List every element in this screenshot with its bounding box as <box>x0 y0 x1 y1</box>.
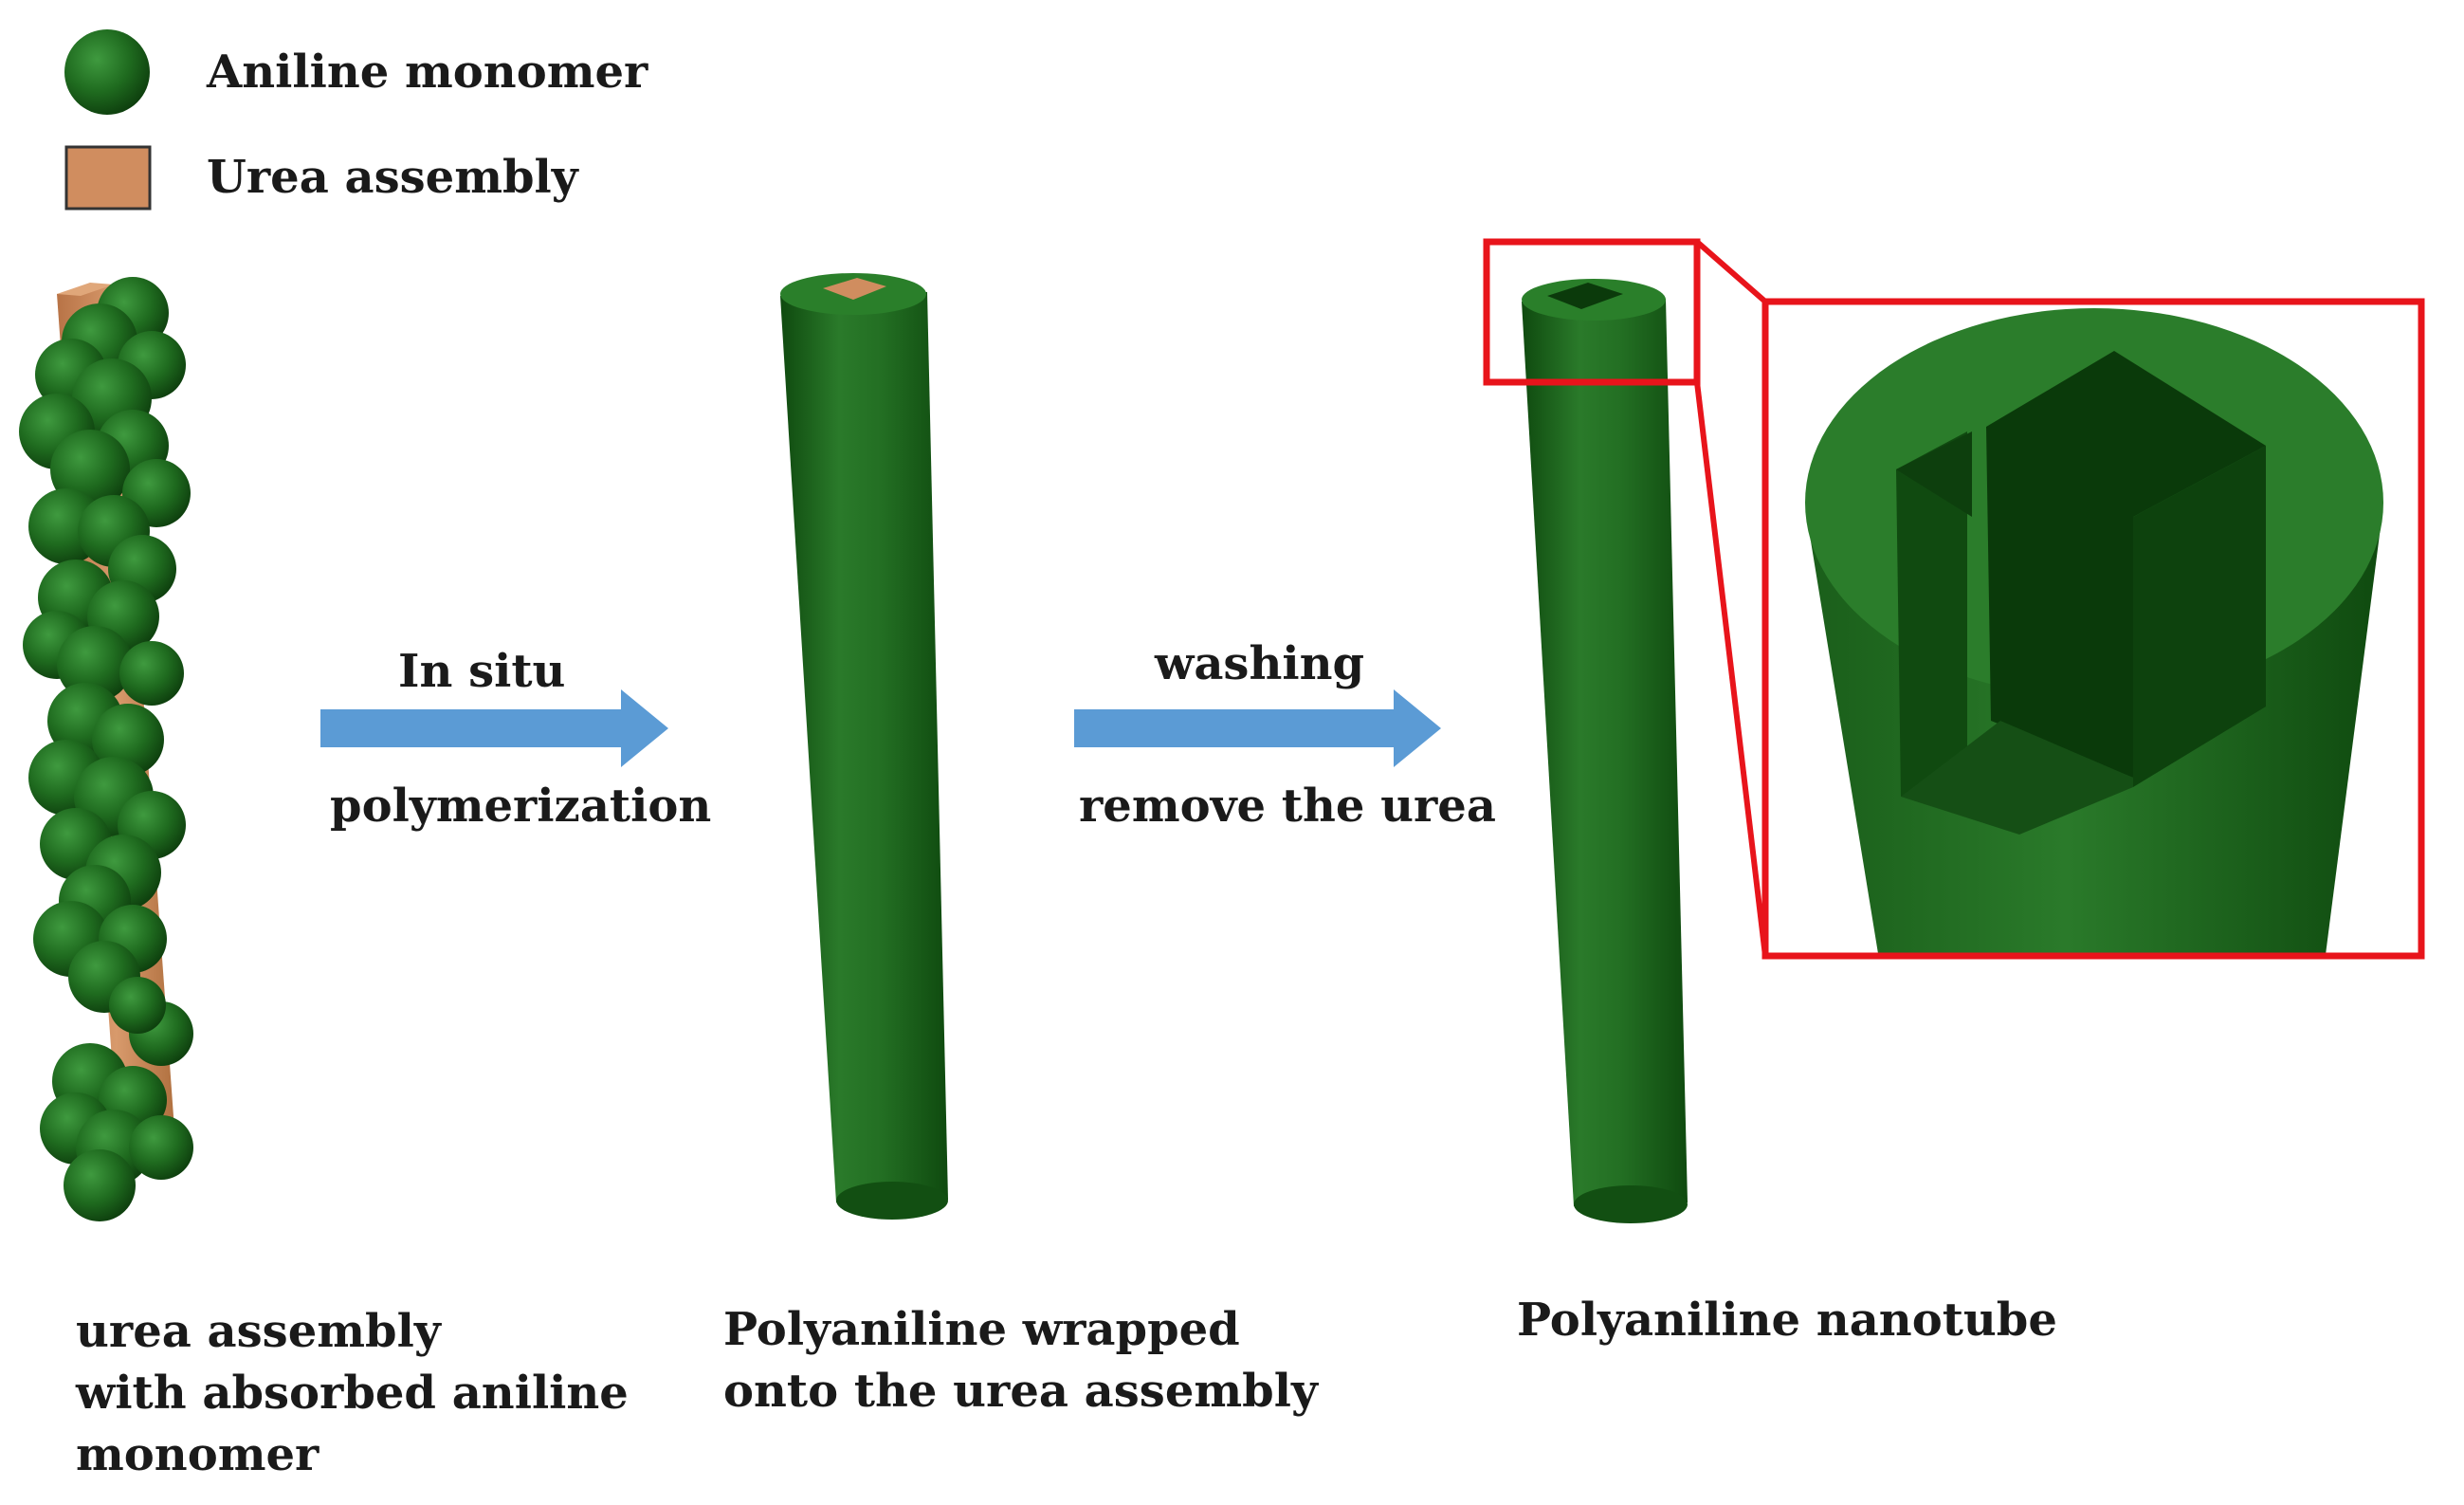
zoom-inner-floor <box>1901 721 2133 835</box>
nanotube-body <box>1522 299 1688 1206</box>
step2-top-label: washing <box>1154 637 1364 690</box>
legend: Aniline monomer Urea assembly <box>64 29 648 211</box>
wrapped-rod-body <box>780 292 948 1202</box>
zoom-rim-notch <box>1896 431 1972 517</box>
captions: urea assembly with absorbed aniline mono… <box>75 1294 2057 1481</box>
zoom-inner-back-wall-left <box>1896 431 1967 797</box>
step1-bottom-label: polymerization <box>330 780 711 833</box>
aniline-monomer-sphere <box>109 977 166 1034</box>
aniline-monomer-sphere <box>57 626 133 702</box>
caption-middle-line2: onto the urea assembly <box>723 1365 1320 1418</box>
polyaniline-nanotube <box>1483 238 1768 1223</box>
aniline-monomer-swatch <box>64 29 150 115</box>
polyaniline-wrapped-rod <box>780 273 948 1220</box>
arrow-2 <box>1074 689 1441 767</box>
caption-left-line2: with absorbed aniline <box>75 1367 629 1420</box>
step-washing: washing remove the urea <box>1074 637 1496 833</box>
zoom-inset-frame <box>1761 298 2425 960</box>
highlight-box <box>1483 238 1701 386</box>
zoom-inner-back-wall-right <box>1986 351 2266 778</box>
caption-middle-line1: Polyaniline wrapped <box>723 1303 1240 1356</box>
monomer-cluster <box>19 277 193 1221</box>
zoom-inner-side-shade <box>2133 446 2266 787</box>
caption-left-line3: monomer <box>76 1428 319 1481</box>
aniline-monomer-sphere <box>64 1149 136 1221</box>
step2-bottom-label: remove the urea <box>1079 780 1496 833</box>
arrow-1 <box>320 689 668 767</box>
urea-core-visible <box>823 278 886 300</box>
zoom-connector-top <box>1695 239 1767 304</box>
nanotube-hollow-core <box>1547 283 1623 309</box>
urea-assembly-swatch <box>64 145 152 211</box>
urea-assembly-with-monomer <box>19 277 193 1221</box>
step-in-situ-polymerization: In situ polymerization <box>320 645 711 833</box>
legend-urea-label: Urea assembly <box>207 151 580 204</box>
zoom-inset <box>1761 298 2425 960</box>
zoom-connector-bottom <box>1694 381 1768 957</box>
aniline-monomer-sphere <box>119 641 184 706</box>
caption-left-line1: urea assembly <box>76 1305 443 1358</box>
caption-right-line1: Polyaniline nanotube <box>1517 1294 2057 1347</box>
wrapped-rod-bottom <box>836 1182 948 1220</box>
aniline-monomer-sphere <box>129 1115 193 1180</box>
step1-top-label: In situ <box>398 645 565 698</box>
legend-monomer-label: Aniline monomer <box>206 46 648 99</box>
urea-rod-top <box>57 283 114 296</box>
nanotube-bottom <box>1574 1185 1688 1223</box>
